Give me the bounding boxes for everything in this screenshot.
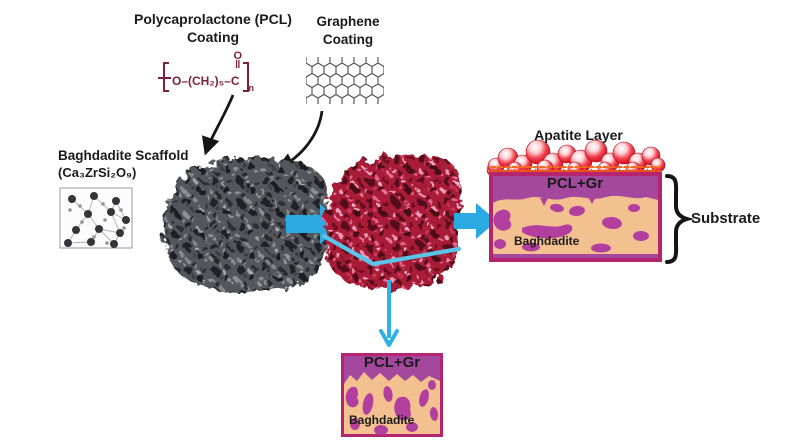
pcl-coating-arrow [201, 94, 235, 156]
pcl-coating-label-line2: Coating [186, 29, 240, 45]
baghdadite-scaffold-label: Baghdadite Scaffold (Ca₃ZrSi₂O₉) [58, 147, 189, 181]
carbonyl-group: O ‖ [233, 50, 243, 71]
substrate-cross-section [489, 172, 662, 262]
pcl-gr-layer-label-magnified: PCL+Gr [363, 354, 421, 371]
pcl-coating-label: Polycaprolactone (PCL) Coating [118, 10, 308, 46]
pcl-coating-label-line1: Polycaprolactone (PCL) [134, 11, 292, 27]
pcl-chemical-structure: O–(CH₂)₅–C n O ‖ [158, 50, 255, 94]
graphene-coating-arrow [275, 110, 324, 170]
baghdadite-pores [493, 197, 649, 253]
baghdadite-scaffold-name: Baghdadite Scaffold [58, 148, 189, 163]
baghdadite-chemical-formula: (Ca₃ZrSi₂O₉) [58, 165, 137, 180]
chain-bond-dash [158, 76, 171, 79]
coated-scaffold [323, 154, 462, 290]
substrate-brace [665, 174, 695, 264]
repeat-subscript: n [248, 83, 255, 93]
graphene-coating-label-line1: Graphene [316, 14, 380, 29]
section-plane-lines [321, 233, 462, 267]
process-arrow-2 [454, 203, 497, 239]
right-bracket [242, 62, 249, 92]
graphene-coating-label: Graphene Coating [303, 13, 393, 49]
graphene-coating-label-line2: Coating [322, 32, 374, 47]
baghdadite-pores-magnified [345, 380, 439, 435]
baghdadite-layer-label-magnified: Baghdadite [349, 413, 415, 427]
magnify-arrow [379, 280, 399, 347]
gray-scaffold [163, 158, 330, 293]
magnified-cross-section [341, 353, 443, 437]
repeat-unit-text: O–(CH₂)₅–C [172, 74, 240, 88]
crystal-structure [59, 187, 133, 249]
substrate-label: Substrate [691, 210, 761, 227]
double-bond-icon: ‖ [234, 59, 241, 71]
graphene-lattice [306, 57, 384, 104]
baghdadite-layer-label: Baghdadite [514, 234, 580, 248]
pcl-gr-layer-label: PCL+Gr [546, 175, 604, 192]
apatite-layer-label: Apatite Layer [534, 127, 623, 143]
carbonyl-oxygen: O [233, 50, 243, 62]
